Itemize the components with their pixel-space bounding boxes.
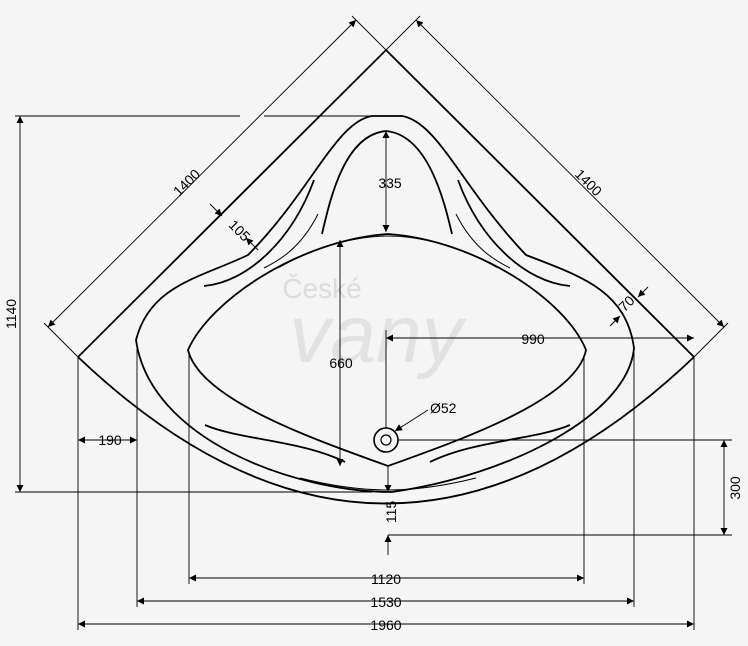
outer-front-arc xyxy=(77,356,695,505)
dim-side-left: 1400 xyxy=(170,166,203,199)
watermark: České vany xyxy=(282,273,467,380)
extension-lines xyxy=(15,15,732,630)
right-arm-curve xyxy=(457,179,571,287)
dim-drain-offset: 990 xyxy=(521,331,545,347)
dim-inner-depth: 660 xyxy=(329,355,353,371)
seat-left xyxy=(204,424,346,463)
dim-seat-offset: 190 xyxy=(98,432,122,448)
dim-rim-right: 70 xyxy=(615,292,637,314)
dim-headrest-depth: 335 xyxy=(378,175,402,191)
basin-lip xyxy=(277,235,499,269)
drain-outer xyxy=(373,427,399,453)
dimension-labels: 1400 1400 105 70 335 1140 660 990 Ø52 19… xyxy=(3,166,743,633)
drain-inner xyxy=(380,434,392,446)
dim-width-overall: 1960 xyxy=(370,617,401,633)
dim-width-inner: 1120 xyxy=(371,571,401,587)
dim-front-rim: 115 xyxy=(383,501,399,524)
dim-drain-diameter: Ø52 xyxy=(430,400,457,416)
seat-right xyxy=(429,424,571,463)
dim-drain-height: 300 xyxy=(727,476,743,500)
drain xyxy=(373,427,399,453)
dim-side-right: 1400 xyxy=(572,166,605,199)
watermark-line2: vany xyxy=(289,289,467,380)
dimension-lines xyxy=(16,19,728,628)
dim-rim-left: 105 xyxy=(226,217,254,245)
dim-width-basin: 1530 xyxy=(370,594,401,610)
dim-height-overall: 1140 xyxy=(3,299,19,329)
